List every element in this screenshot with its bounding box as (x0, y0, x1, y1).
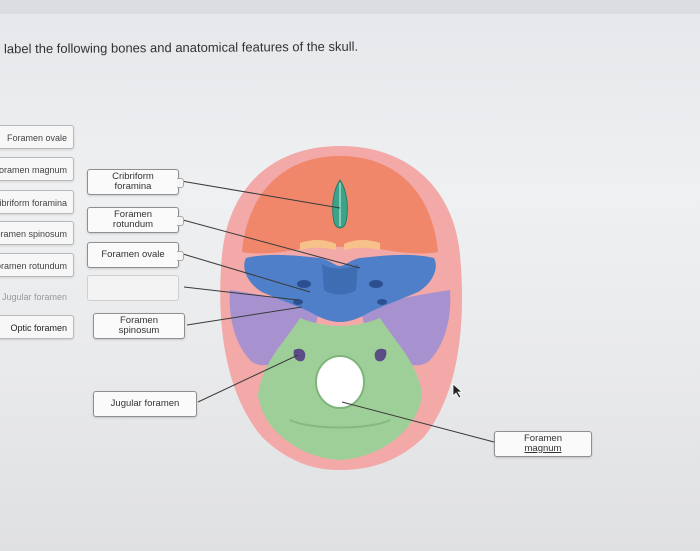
word-bank-item-label: Jugular foramen (1, 292, 67, 302)
drop-target-ovale[interactable]: Foramen ovale (87, 242, 184, 268)
drag-handle[interactable] (177, 216, 184, 226)
word-bank-item[interactable]: Optic foramen (0, 315, 74, 339)
word-bank-item-label: Foramen rotundum (0, 261, 67, 271)
drop-label-line2: rotundum (112, 219, 154, 230)
word-bank-item-label: Foramen spinosum (0, 229, 67, 239)
word-bank-item[interactable]: Foramen magnum (0, 157, 74, 181)
word-bank-item-label: Foramen magnum (0, 165, 67, 175)
browser-top-bar (0, 0, 700, 14)
word-bank-item[interactable]: Foramen spinosum (0, 221, 74, 245)
drop-target-empty[interactable] (87, 275, 179, 301)
drag-handle[interactable] (177, 251, 184, 261)
drop-label-line1: Foramen (119, 315, 158, 326)
foramen-magnum-hole (315, 355, 365, 409)
drop-label-line1: Cribriform (112, 171, 154, 182)
word-bank-item-label: Cribriform foramina (0, 198, 67, 208)
word-bank-item[interactable]: Jugular foramen (0, 284, 74, 308)
drop-target-jugular[interactable]: Jugular foramen (93, 391, 197, 417)
drag-handle[interactable] (177, 178, 184, 188)
word-bank-item[interactable]: Foramen rotundum (0, 253, 74, 277)
word-bank-item-label: Foramen ovale (6, 133, 67, 143)
drop-label-line2: spinosum (118, 325, 160, 336)
word-bank-item[interactable]: Foramen ovale (0, 125, 74, 149)
drop-label-line2: foramina (114, 181, 152, 192)
drop-label-line2: magnum (524, 443, 562, 454)
arrow-cursor-icon (452, 383, 464, 399)
drop-label-line1: Jugular foramen (110, 398, 180, 409)
drop-label-line1: Foramen ovale (101, 249, 165, 260)
word-bank-item[interactable]: Cribriform foramina (0, 190, 74, 214)
drop-label-line1: Foramen (523, 433, 562, 444)
drop-label-line1: Foramen (113, 209, 152, 220)
word-bank-item-label: Optic foramen (10, 323, 67, 333)
word-bank: Foramen ovale Foramen magnum Cribriform … (0, 0, 80, 551)
